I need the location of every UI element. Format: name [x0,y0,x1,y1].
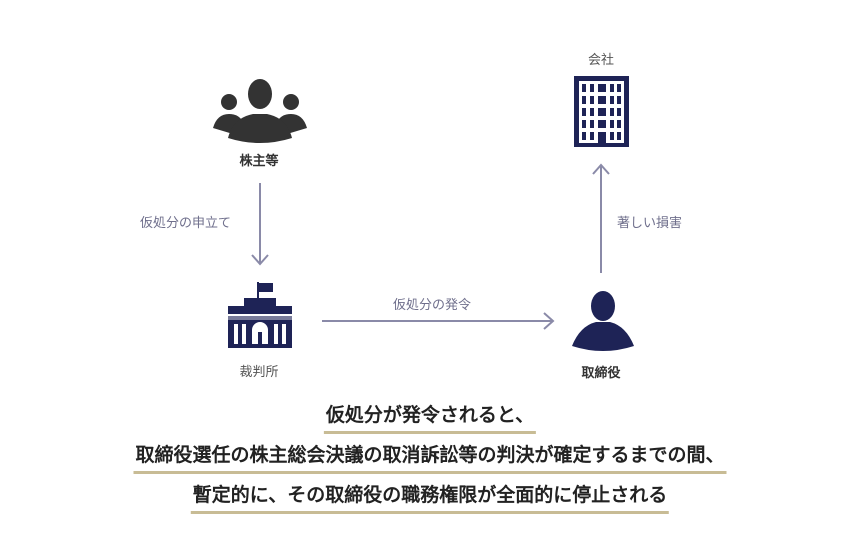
court-icon [228,282,292,348]
shareholders-icon [213,79,307,143]
petition-label: 仮処分の申立て [140,216,232,231]
arrow-up-damage [592,163,610,273]
director-icon [572,291,634,351]
arrow-down-petition [251,183,269,266]
company-label: 会社 [587,53,615,68]
issuance-label: 仮処分の発令 [393,298,472,313]
director-label: 取締役 [581,366,621,381]
court-label: 裁判所 [239,365,279,380]
company-building-icon [574,76,629,147]
summary-line-1: 仮処分が発令されると、 [323,400,537,434]
summary-line-3: 暫定的に、その取締役の職務権限が全面的に停止される [190,480,670,514]
summary-line-2: 取締役選任の株主総会決議の取消訴訟等の判決が確定するまでの間、 [133,440,727,474]
shareholders-label: 株主等 [239,154,279,169]
arrows [251,163,610,330]
damage-label: 著しい損害 [617,216,683,231]
arrow-right-issuance [322,312,555,330]
